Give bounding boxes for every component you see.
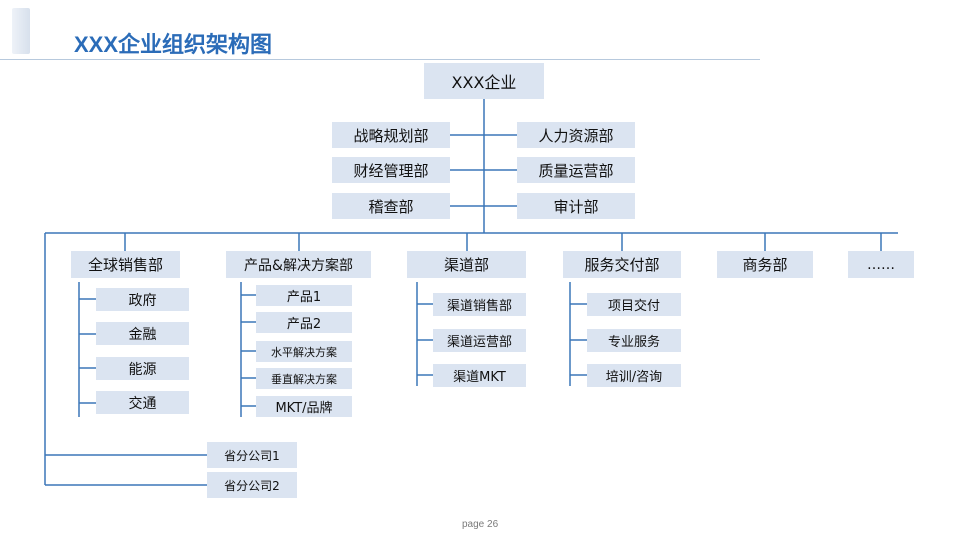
title-accent-bar <box>12 8 30 54</box>
sub-unit-node: 水平解决方案 <box>256 341 352 362</box>
title-divider <box>0 59 760 60</box>
sub-unit-node: 项目交付 <box>587 293 681 316</box>
department-node: 服务交付部 <box>563 251 681 278</box>
staff-node: 人力资源部 <box>517 122 635 148</box>
staff-node: 财经管理部 <box>332 157 450 183</box>
sub-unit-node: 政府 <box>96 288 189 311</box>
sub-unit-node: 产品1 <box>256 285 352 306</box>
sub-unit-node: 培训/咨询 <box>587 364 681 387</box>
page-title: XXX企业组织架构图 <box>74 32 273 57</box>
sub-unit-node: 交通 <box>96 391 189 414</box>
staff-node: 稽查部 <box>332 193 450 219</box>
department-node: 产品&解决方案部 <box>226 251 371 278</box>
sub-unit-node: 渠道运营部 <box>433 329 526 352</box>
sub-unit-node: 垂直解决方案 <box>256 368 352 389</box>
sub-unit-node: 产品2 <box>256 312 352 333</box>
staff-node: 审计部 <box>517 193 635 219</box>
page-number: page 26 <box>462 519 499 530</box>
sub-unit-node: 渠道MKT <box>433 364 526 387</box>
branch-node: 省分公司2 <box>207 472 297 498</box>
department-node: 渠道部 <box>407 251 526 278</box>
root-node: XXX企业 <box>424 63 544 99</box>
sub-unit-node: 金融 <box>96 322 189 345</box>
sub-unit-node: 能源 <box>96 357 189 380</box>
staff-node: 战略规划部 <box>332 122 450 148</box>
department-node: 商务部 <box>717 251 813 278</box>
sub-unit-node: 专业服务 <box>587 329 681 352</box>
branch-node: 省分公司1 <box>207 442 297 468</box>
department-node: 全球销售部 <box>71 251 180 278</box>
staff-node: 质量运营部 <box>517 157 635 183</box>
sub-unit-node: 渠道销售部 <box>433 293 526 316</box>
sub-unit-node: MKT/品牌 <box>256 396 352 417</box>
department-node: …… <box>848 251 914 278</box>
